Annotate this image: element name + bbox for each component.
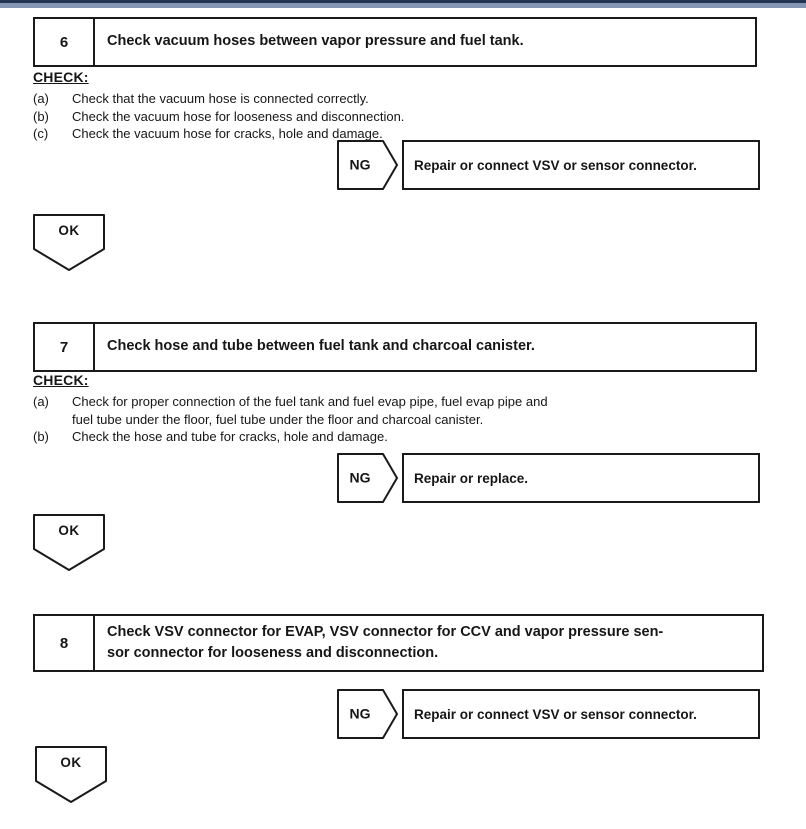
ng-arrow-icon: NG bbox=[337, 140, 399, 190]
step-number: 8 bbox=[35, 616, 95, 670]
check-heading: CHECK: bbox=[33, 69, 89, 85]
check-item-text: Check that the vacuum hose is connected … bbox=[72, 91, 369, 106]
check-heading: CHECK: bbox=[33, 372, 89, 388]
check-item-label: (a) bbox=[33, 91, 49, 106]
top-accent-bar-light bbox=[0, 3, 806, 8]
check-item: (c) Check the vacuum hose for cracks, ho… bbox=[33, 125, 404, 143]
check-item-text: Check for proper connection of the fuel … bbox=[72, 394, 548, 427]
check-item: (b) Check the vacuum hose for looseness … bbox=[33, 108, 404, 126]
ok-label: OK bbox=[58, 523, 80, 538]
ng-action-text: Repair or connect VSV or sensor connecto… bbox=[414, 157, 697, 173]
ng-action-box: Repair or connect VSV or sensor connecto… bbox=[402, 140, 760, 190]
ng-arrow-icon: NG bbox=[337, 453, 399, 503]
check-item-text: Check the vacuum hose for cracks, hole a… bbox=[72, 126, 383, 141]
step-box-6: 6 Check vacuum hoses between vapor press… bbox=[33, 17, 757, 67]
ng-label: NG bbox=[349, 156, 371, 173]
check-item: (a) Check that the vacuum hose is connec… bbox=[33, 90, 404, 108]
check-section-7: CHECK: (a) Check for proper connection o… bbox=[33, 372, 548, 446]
check-item-text: Check the vacuum hose for looseness and … bbox=[72, 108, 405, 124]
ok-label: OK bbox=[58, 223, 80, 238]
ng-label: NG bbox=[349, 705, 371, 722]
check-item: (b) Check the hose and tube for cracks, … bbox=[33, 428, 548, 446]
check-item-label: (b) bbox=[33, 429, 49, 444]
step-title: Check VSV connector for EVAP, VSV connec… bbox=[107, 623, 664, 661]
check-section-6: CHECK: (a) Check that the vacuum hose is… bbox=[33, 69, 404, 143]
ng-action-text: Repair or replace. bbox=[414, 470, 529, 486]
top-accent-bar-dark bbox=[0, 0, 806, 3]
step-title: Check vacuum hoses between vapor pressur… bbox=[107, 33, 524, 50]
check-item: (a) Check for proper connection of the f… bbox=[33, 393, 548, 428]
check-item-label: (a) bbox=[33, 394, 49, 409]
ng-action-box: Repair or connect VSV or sensor connecto… bbox=[402, 689, 760, 739]
step-number: 7 bbox=[35, 324, 95, 370]
check-item-label: (c) bbox=[33, 126, 49, 141]
ng-label: NG bbox=[349, 469, 371, 486]
ng-row-7: NG Repair or replace. bbox=[337, 453, 760, 503]
ng-arrow-icon: NG bbox=[337, 689, 399, 739]
ok-label: OK bbox=[60, 755, 82, 770]
step-number: 6 bbox=[35, 19, 95, 65]
step-box-8: 8 Check VSV connector for EVAP, VSV conn… bbox=[33, 614, 764, 672]
ng-row-6: NG Repair or connect VSV or sensor conne… bbox=[337, 140, 760, 190]
ng-action-text: Repair or connect VSV or sensor connecto… bbox=[414, 706, 697, 722]
ng-row-8: NG Repair or connect VSV or sensor conne… bbox=[337, 689, 760, 739]
ok-badge-6: OK bbox=[33, 214, 105, 272]
ng-action-box: Repair or replace. bbox=[402, 453, 760, 503]
step-title: Check hose and tube between fuel tank an… bbox=[107, 338, 535, 355]
check-item-text: Check the hose and tube for cracks, hole… bbox=[72, 429, 388, 444]
check-item-label: (b) bbox=[33, 108, 49, 124]
ok-badge-7: OK bbox=[33, 514, 105, 572]
step-box-7: 7 Check hose and tube between fuel tank … bbox=[33, 322, 757, 372]
ok-badge-8: OK bbox=[35, 746, 107, 804]
